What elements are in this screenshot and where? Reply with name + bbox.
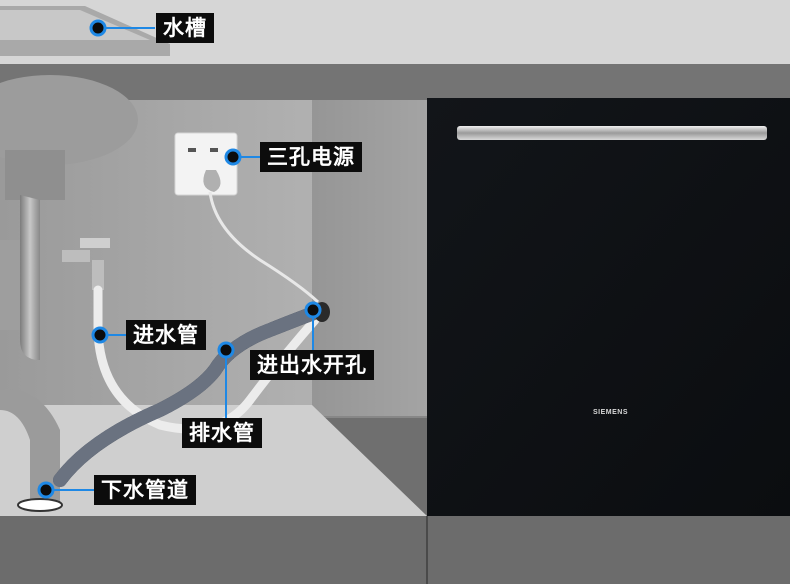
marker-drain-pipe [37,481,55,499]
brand-logo: SIEMENS [593,409,629,416]
water-tap [62,250,90,262]
dishwasher-panel [427,98,790,516]
label-drain-pipe: 下水管道 [94,475,196,505]
label-hose-hole: 进出水开孔 [250,350,374,380]
dishwasher-handle [457,126,767,140]
callout-markers [37,19,322,499]
label-inlet-hose: 进水管 [126,320,206,350]
floor-drain-pipe [0,389,60,505]
marker-inlet-hose [91,326,109,344]
dishwasher-kickplate [427,516,790,584]
label-power: 三孔电源 [260,142,362,172]
label-sink: 水槽 [156,13,214,43]
marker-power [224,148,242,166]
countertop-edge [0,64,790,100]
label-drain-hose: 排水管 [182,418,262,448]
cabinet-base [0,516,427,584]
sink-trap-pipe [20,195,40,360]
marker-sink [89,19,107,37]
marker-drain-hose [217,341,235,359]
marker-hose-hole [304,301,322,319]
